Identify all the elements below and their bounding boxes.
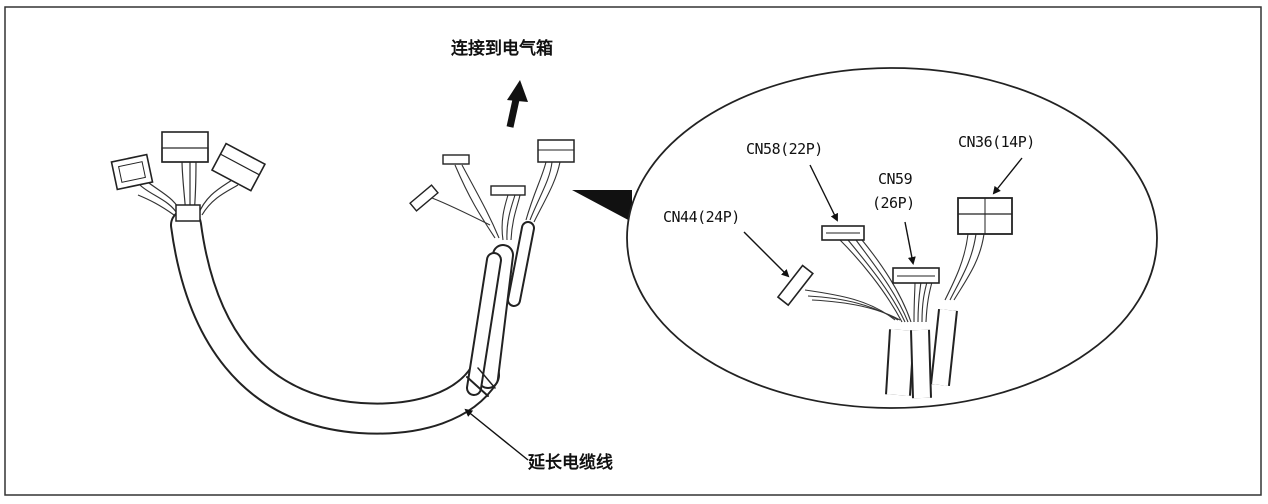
right-connectors xyxy=(409,139,575,241)
connector-cn44 xyxy=(776,264,814,307)
label-cn44: CN44(24P) xyxy=(663,208,740,226)
connector-cn58 xyxy=(821,225,865,241)
connector-cn36 xyxy=(957,197,1013,235)
connector-cn59 xyxy=(892,267,940,284)
label-cn59-pins: (26P) xyxy=(872,194,915,212)
zoom-pointer xyxy=(572,190,632,222)
label-cn59-name: CN59 xyxy=(878,170,913,188)
label-extension-cable: 延长电缆线 xyxy=(528,453,613,473)
extension-cable xyxy=(170,209,535,435)
detail-ellipse xyxy=(626,67,1158,409)
leader-arrows xyxy=(464,157,1023,461)
label-cn58: CN58(22P) xyxy=(746,140,823,158)
up-arrow-icon xyxy=(506,80,528,128)
label-to-electrical-box: 连接到电气箱 xyxy=(451,39,553,59)
label-cn36: CN36(14P) xyxy=(958,133,1035,151)
detail-cables xyxy=(804,233,985,399)
left-connectors xyxy=(110,131,267,222)
diagram-frame xyxy=(4,6,1262,496)
